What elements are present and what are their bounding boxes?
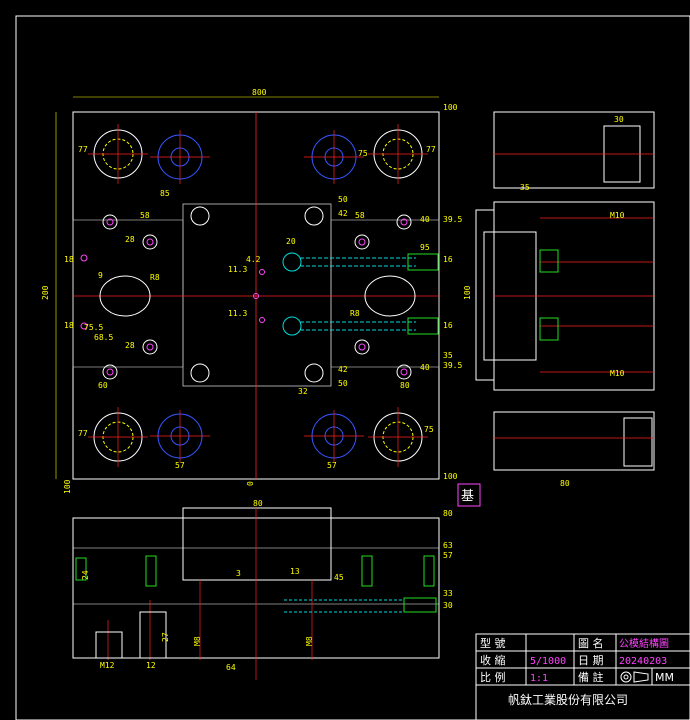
date-value: 20240203	[619, 656, 667, 667]
dim-11-3-bot: 11.3	[228, 309, 247, 318]
dim-r8-right: R8	[350, 309, 360, 318]
dim-side-80: 80	[560, 479, 570, 488]
dim-front-24: 24	[81, 570, 90, 580]
dim-top-width: 800	[252, 88, 267, 97]
dim-9: 9	[98, 271, 103, 280]
dim-front-27: 27	[161, 632, 170, 642]
dim-60: 60	[98, 381, 108, 390]
dim-68-5: 68.5	[94, 333, 113, 342]
dim-11-3-top: 11.3	[228, 265, 247, 274]
dim-57-r: 57	[327, 461, 337, 470]
dim-75-5: 75.5	[84, 323, 103, 332]
dim-42-bot: 42	[338, 365, 348, 374]
dim-40-bot: 40	[420, 363, 430, 372]
dim-side-30: 30	[614, 115, 624, 124]
drawing-name-value: 公模結構圖	[619, 637, 669, 650]
front-view: 80 80 63 57 33 30 24 27 64 M12 12 13 3 4…	[72, 499, 453, 680]
dim-40-top: 40	[420, 215, 430, 224]
remark-label: 備 註	[578, 671, 604, 684]
scale-value: 5/1000	[530, 656, 566, 667]
dim-28-bl: 28	[125, 341, 135, 350]
dim-39-5-top: 39.5	[443, 215, 462, 224]
dim-right-100-bottom: 100	[443, 472, 458, 481]
dim-front-13: 13	[290, 567, 300, 576]
dim-75-br: 75	[424, 425, 434, 434]
dim-85-top: 85	[160, 189, 170, 198]
company-name: 帆鈦工業股份有限公司	[508, 692, 628, 707]
dim-77-tl: 77	[78, 145, 88, 154]
dim-42-top: 42	[338, 209, 348, 218]
dim-75-tr: 75	[358, 149, 368, 158]
dim-4-2: 4.2	[246, 255, 261, 264]
dim-side-m10-top: M10	[610, 211, 625, 220]
datum-text: 基	[461, 489, 474, 504]
dim-bottom-0: 0	[246, 481, 255, 486]
dim-95: 95	[420, 243, 430, 252]
dim-18-l2: 18	[64, 321, 74, 330]
scale-label: 收 縮	[480, 653, 506, 667]
dim-16-top: 16	[443, 255, 453, 264]
dim-50-bot: 50	[338, 379, 348, 388]
dim-front-30: 30	[443, 601, 453, 610]
top-view: 800 200 100 100 100 0 77 77 77 75 75 58 …	[41, 88, 462, 494]
dim-right-100-top: 100	[443, 103, 458, 112]
dim-front-12: 12	[146, 661, 156, 670]
dim-front-80-r: 80	[443, 509, 453, 518]
dim-39-5-bot: 39.5	[443, 361, 462, 370]
dim-front-80: 80	[253, 499, 263, 508]
dim-35: 35	[443, 351, 453, 360]
dim-18-l: 18	[64, 255, 74, 264]
datum-mark: 基	[457, 483, 481, 507]
dim-77-tr: 77	[426, 145, 436, 154]
dim-28-tl: 28	[125, 235, 135, 244]
dim-front-63: 63	[443, 541, 453, 550]
ratio-label: 比 例	[480, 670, 506, 684]
dim-front-m8-b: M8	[305, 636, 314, 646]
dim-front-33: 33	[443, 589, 453, 598]
dim-r8-left: R8	[150, 273, 160, 282]
model-label: 型 號	[480, 636, 506, 650]
dim-front-3: 3	[236, 569, 241, 578]
dim-57-l: 57	[175, 461, 185, 470]
dim-16-bot: 16	[443, 321, 453, 330]
dim-58-l: 58	[140, 211, 150, 220]
dim-58-r: 58	[355, 211, 365, 220]
dim-80: 80	[400, 381, 410, 390]
title-block: 型 號 收 縮 5/1000 比 例 1:1 圖 名 公模結構圖 日 期 202…	[475, 633, 690, 720]
side-view: 30 80 35 M10 M10 100	[463, 111, 655, 488]
projection-icon	[620, 671, 649, 683]
dim-front-57: 57	[443, 551, 453, 560]
dim-left-height: 200	[41, 285, 50, 300]
drawing-name-label: 圖 名	[578, 636, 604, 650]
dim-side-35: 35	[520, 183, 530, 192]
dim-32: 32	[298, 387, 308, 396]
dim-front-m8-a: M8	[193, 636, 202, 646]
dim-left-100: 100	[63, 479, 72, 494]
dim-77-bl: 77	[78, 429, 88, 438]
dim-side-m10-bot: M10	[610, 369, 625, 378]
dim-front-45: 45	[334, 573, 344, 582]
dim-side-100: 100	[463, 285, 472, 300]
drawing-frame	[15, 15, 690, 720]
date-label: 日 期	[578, 654, 604, 667]
ratio-value: 1:1	[530, 673, 548, 684]
dim-50-top: 50	[338, 195, 348, 204]
dim-front-m12: M12	[100, 661, 115, 670]
dim-front-64: 64	[226, 663, 236, 672]
unit-value: MM	[655, 671, 674, 684]
dim-20: 20	[286, 237, 296, 246]
